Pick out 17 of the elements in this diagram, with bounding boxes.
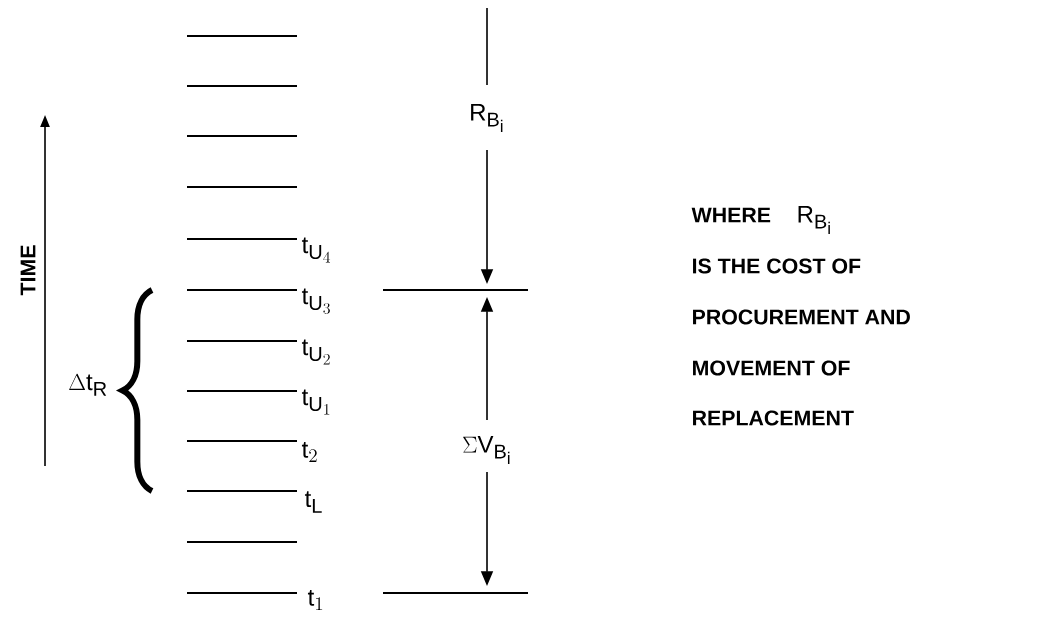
note-text: IS THE COST OF [693, 258, 861, 274]
time-label: $t_{U_2}$ [301, 339, 330, 365]
time-label: $t_L$ [304, 491, 322, 513]
interval-label: $\Delta t_R$ [69, 373, 107, 396]
note-text: REPLACEMENT [693, 410, 854, 426]
cost-label: $\Sigma V_{B_i}$ [463, 436, 510, 464]
axis-label: TIME [20, 245, 36, 296]
cost-label: $R_{B_i}$ [471, 104, 503, 132]
note-text: MOVEMENT OF [693, 360, 850, 376]
note-text: PROCUREMENT AND [693, 309, 910, 325]
time-label: $t_{U_1}$ [301, 389, 330, 415]
time-label: $t_{U_4}$ [301, 237, 331, 263]
note-formula: $R_{B_i}$ [798, 206, 830, 234]
note-text: WHERE [691, 207, 771, 223]
time-label: $t_{U_3}$ [301, 288, 330, 314]
time-label: $t_1$ [307, 590, 323, 610]
time-label: $t_2$ [301, 442, 317, 462]
